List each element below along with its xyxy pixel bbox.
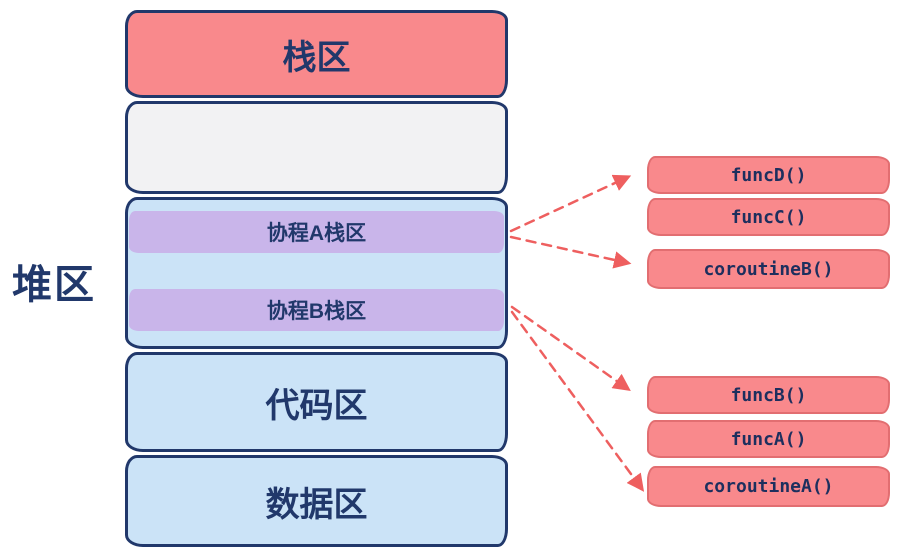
arrow-stackB-to-coroutineA bbox=[510, 310, 645, 492]
call-frame-coroutineB-label: coroutineB() bbox=[703, 258, 834, 280]
arrow-stackB-to-funcB bbox=[510, 305, 631, 392]
call-frame-coroutineA-label: coroutineA() bbox=[703, 476, 834, 497]
coroutine-a-stack-label: 协程A栈区 bbox=[266, 222, 367, 245]
call-frame-coroutineA: coroutineA() bbox=[647, 466, 890, 507]
heap-region: 协程A栈区 协程B栈区 bbox=[125, 197, 508, 349]
stack-region-label: 栈区 bbox=[282, 38, 351, 77]
free-region bbox=[125, 101, 508, 194]
call-frame-funcD-label: funcD() bbox=[730, 164, 807, 186]
stack-region: 栈区 bbox=[125, 10, 508, 98]
arrow-stackA-to-coroutineB bbox=[509, 235, 632, 269]
code-region: 代码区 bbox=[125, 352, 508, 452]
coroutine-a-stack-band: 协程A栈区 bbox=[129, 211, 504, 253]
coroutine-b-stack-label: 协程B栈区 bbox=[266, 300, 367, 323]
call-frame-funcC: funcC() bbox=[647, 198, 890, 236]
call-frame-coroutineB: coroutineB() bbox=[647, 249, 890, 289]
coroutine-b-stack-band: 协程B栈区 bbox=[129, 289, 504, 331]
heap-label: 堆区 bbox=[12, 263, 96, 307]
data-region: 数据区 bbox=[125, 455, 508, 547]
call-frame-funcC-label: funcC() bbox=[730, 206, 807, 228]
arrow-stackA-to-funcD bbox=[509, 174, 632, 233]
call-frame-funcB-label: funcB() bbox=[730, 384, 807, 406]
data-region-label: 数据区 bbox=[265, 485, 368, 524]
call-frame-funcA: funcA() bbox=[647, 420, 890, 458]
code-region-label: 代码区 bbox=[265, 386, 368, 425]
call-frame-funcB: funcB() bbox=[647, 376, 890, 414]
call-frame-funcD: funcD() bbox=[647, 156, 890, 194]
call-frame-funcA-label: funcA() bbox=[730, 428, 807, 450]
